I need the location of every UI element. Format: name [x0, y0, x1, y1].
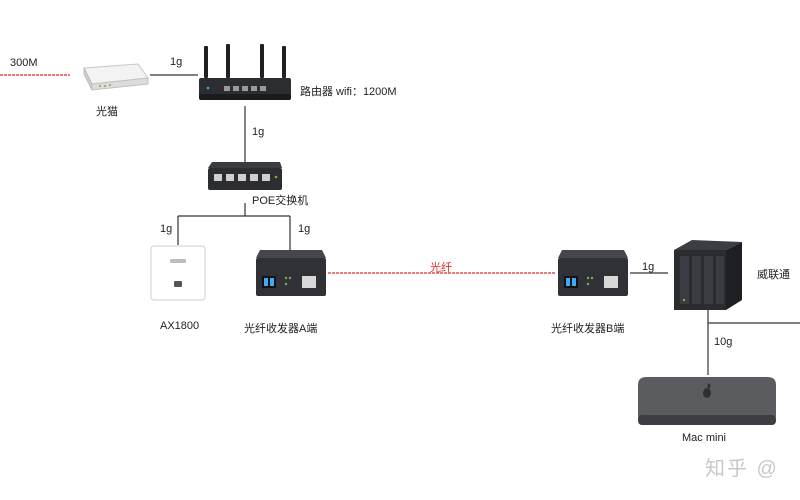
converter-a-label: 光纤收发器A端	[244, 323, 318, 335]
modem-label: 光猫	[96, 106, 118, 118]
modem-router-speed-label: 1g	[170, 56, 183, 68]
router-label: 路由器 wifi：1200M	[300, 86, 397, 98]
converter-b-nas-speed-label: 1g	[642, 261, 655, 273]
fiber-label: 光纤	[430, 262, 452, 274]
watermark-text: 知乎 @	[705, 458, 779, 480]
converter-b-label: 光纤收发器B端	[551, 323, 625, 335]
switch-converter-a-speed-label: 1g	[298, 223, 311, 235]
nas-mac-speed-label: 10g	[714, 336, 733, 348]
nas-icon	[674, 240, 742, 310]
mac-label: Mac mini	[682, 432, 727, 444]
converter-a-icon	[256, 250, 326, 296]
modem-icon	[83, 63, 149, 91]
isp-speed-label: 300M	[10, 57, 38, 69]
mac-mini-icon	[638, 377, 776, 425]
nas-label: 威联通	[757, 269, 790, 281]
converter-b-icon	[558, 250, 628, 296]
switch-ap-speed-label: 1g	[160, 223, 173, 235]
ap-panel-icon	[150, 245, 206, 301]
poe-switch-icon	[208, 162, 282, 190]
router-icon	[199, 44, 291, 100]
switch-label: POE交换机	[252, 195, 309, 207]
router-switch-speed-label: 1g	[252, 126, 265, 138]
ap-label: AX1800	[160, 320, 200, 332]
